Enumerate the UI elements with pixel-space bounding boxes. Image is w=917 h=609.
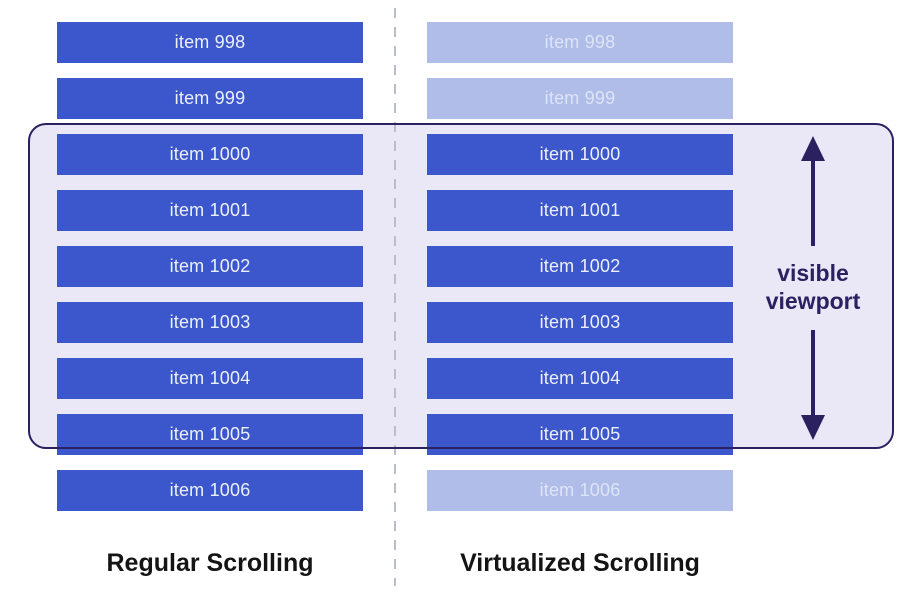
viewport-annotation: visible viewport	[753, 136, 873, 440]
list-item: item 1000	[427, 134, 733, 175]
column-label-regular: Regular Scrolling	[106, 549, 314, 577]
list-item: item 1001	[57, 190, 363, 231]
list-item: item 1000	[57, 134, 363, 175]
arrow-up-icon	[801, 136, 825, 246]
list-item: item 1003	[57, 302, 363, 343]
list-item: item 1004	[427, 358, 733, 399]
dashed-divider	[394, 8, 396, 586]
list-item: item 1001	[427, 190, 733, 231]
list-item: item 1002	[427, 246, 733, 287]
column-label-virtualized: Virtualized Scrolling	[460, 549, 700, 577]
list-item: item 1006	[57, 470, 363, 511]
list-item-placeholder: item 998	[427, 22, 733, 63]
list-item: item 1003	[427, 302, 733, 343]
list-item: item 1002	[57, 246, 363, 287]
list-item: item 998	[57, 22, 363, 63]
list-item: item 1005	[57, 414, 363, 455]
list-item: item 1005	[427, 414, 733, 455]
arrow-down-icon	[801, 330, 825, 440]
list-item: item 1004	[57, 358, 363, 399]
list-item: item 999	[57, 78, 363, 119]
list-item-placeholder: item 1006	[427, 470, 733, 511]
regular-scrolling-column: item 998 item 999 item 1000 item 1001 it…	[57, 22, 363, 511]
viewport-label: visible viewport	[765, 260, 861, 314]
list-item-placeholder: item 999	[427, 78, 733, 119]
virtualized-scrolling-column: item 998 item 999 item 1000 item 1001 it…	[427, 22, 733, 511]
